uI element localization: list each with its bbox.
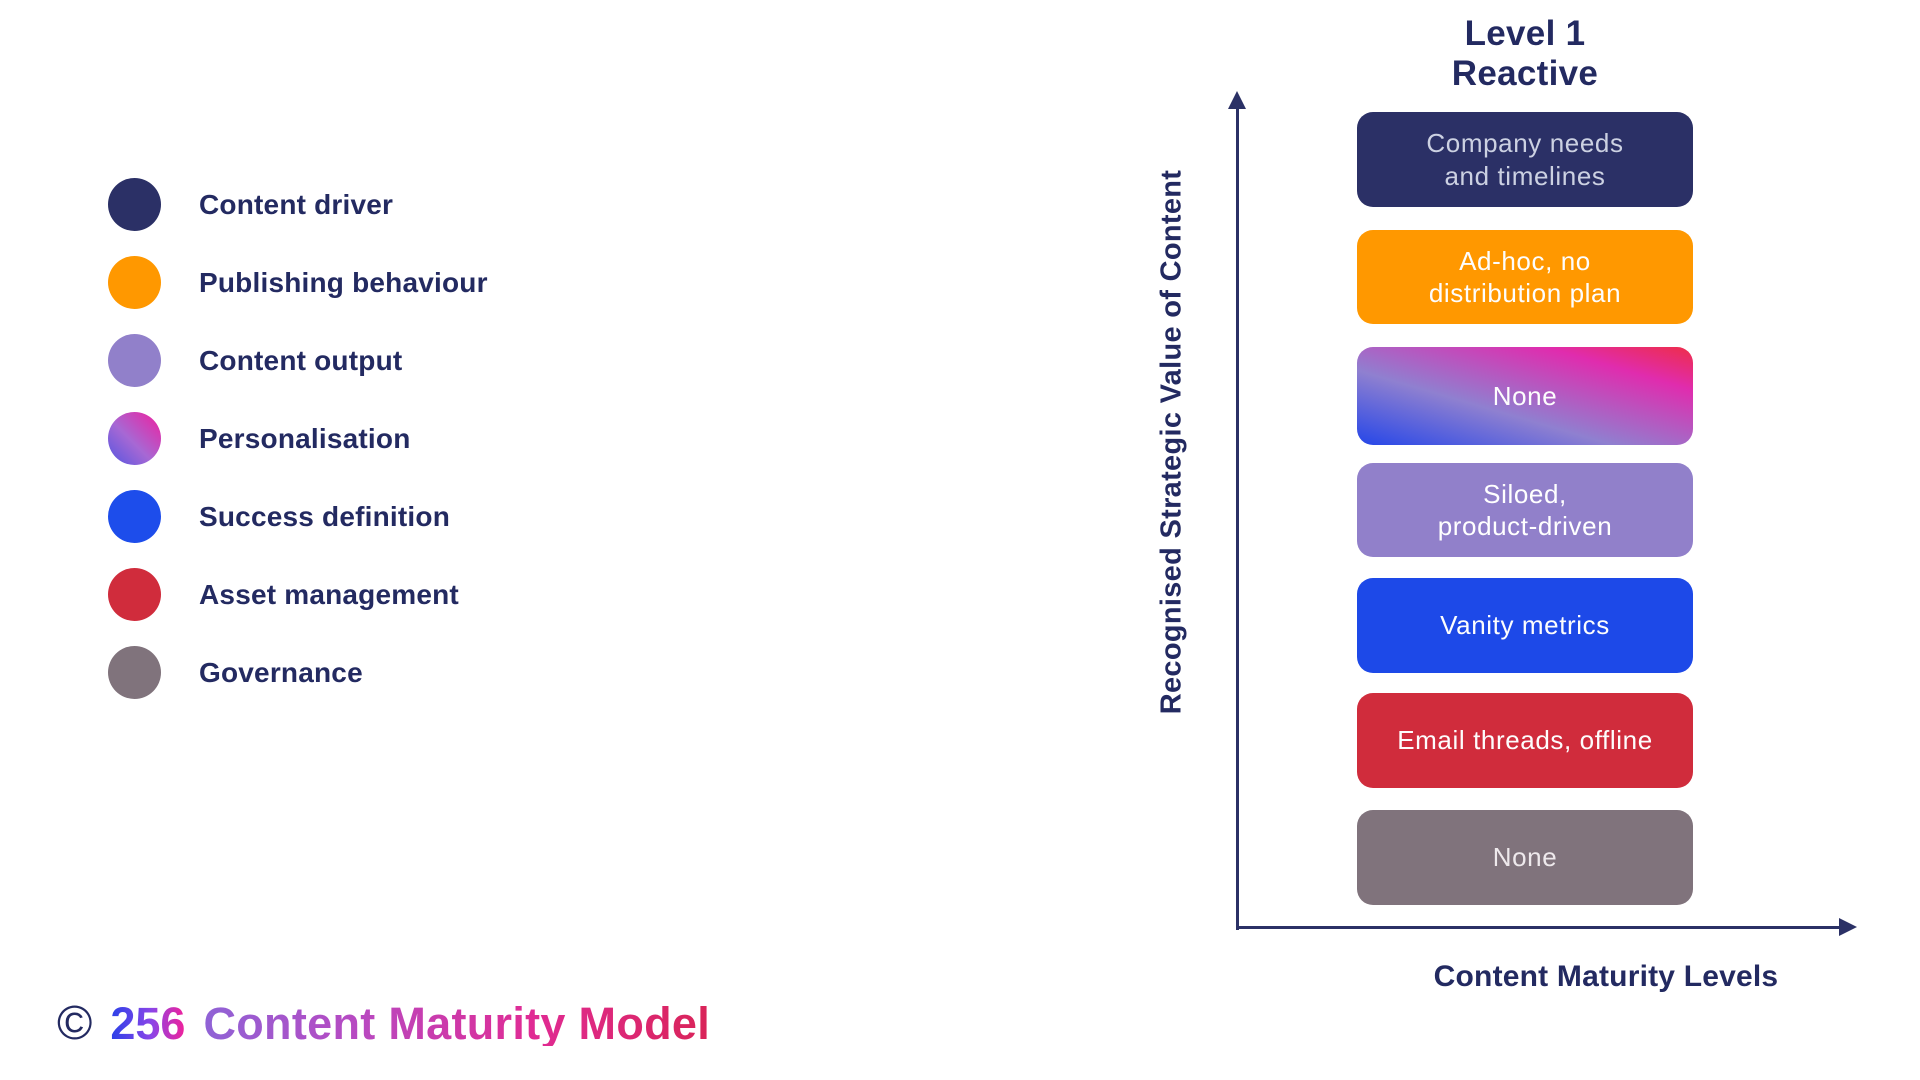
legend-item-label: Content output (199, 344, 403, 376)
legend-item-asset-management: Asset management (108, 568, 488, 621)
level-box-publishing-behaviour: Ad-hoc, no distribution plan (1357, 230, 1693, 324)
level-box-asset-management: Email threads, offline (1357, 693, 1693, 788)
legend-item-personalisation: Personalisation (108, 412, 488, 465)
legend-item-publishing-behaviour: Publishing behaviour (108, 256, 488, 309)
y-axis-label: Recognised Strategic Value of Content (1155, 169, 1188, 715)
legend-color-dot (108, 256, 161, 309)
level-box-content-driver: Company needs and timelines (1357, 112, 1693, 207)
brand-number: 256 (110, 998, 186, 1049)
legend-color-dot (108, 490, 161, 543)
y-axis-line (1236, 106, 1239, 930)
copyright-icon: © (57, 997, 93, 1050)
level-box-governance: None (1357, 810, 1693, 905)
legend-item-label: Content driver (199, 188, 394, 220)
legend-item-label: Governance (199, 656, 363, 688)
chart-title: Level 1 Reactive (1357, 14, 1693, 94)
legend-color-dot (108, 334, 161, 387)
chart-title-line2: Reactive (1451, 53, 1599, 93)
y-axis-arrow-icon (1228, 91, 1246, 109)
legend-item-label: Asset management (199, 578, 459, 610)
legend-item-label: Personalisation (199, 422, 411, 454)
level-box-personalisation: None (1357, 347, 1693, 445)
level-box-content-output: Siloed, product-driven (1357, 463, 1693, 557)
legend-color-dot (108, 568, 161, 621)
x-axis-line (1237, 926, 1839, 929)
legend-item-success-definition: Success definition (108, 490, 488, 543)
legend-color-dot (108, 178, 161, 231)
legend-color-dot (108, 646, 161, 699)
legend-item-governance: Governance (108, 646, 488, 699)
footer-brand: © 256 Content Maturity Model (57, 1000, 710, 1048)
x-axis-label: Content Maturity Levels (1433, 960, 1779, 993)
legend-color-dot (108, 412, 161, 465)
legend-item-content-output: Content output (108, 334, 488, 387)
chart-title-line1: Level 1 (1464, 14, 1586, 53)
level-box-success-definition: Vanity metrics (1357, 578, 1693, 673)
brand-name: Content Maturity Model (203, 998, 711, 1049)
legend-item-label: Success definition (199, 500, 450, 532)
legend-item-content-driver: Content driver (108, 178, 488, 231)
legend: Content driver Publishing behaviour Cont… (108, 178, 488, 724)
legend-item-label: Publishing behaviour (199, 266, 488, 298)
x-axis-arrow-icon (1839, 918, 1857, 936)
